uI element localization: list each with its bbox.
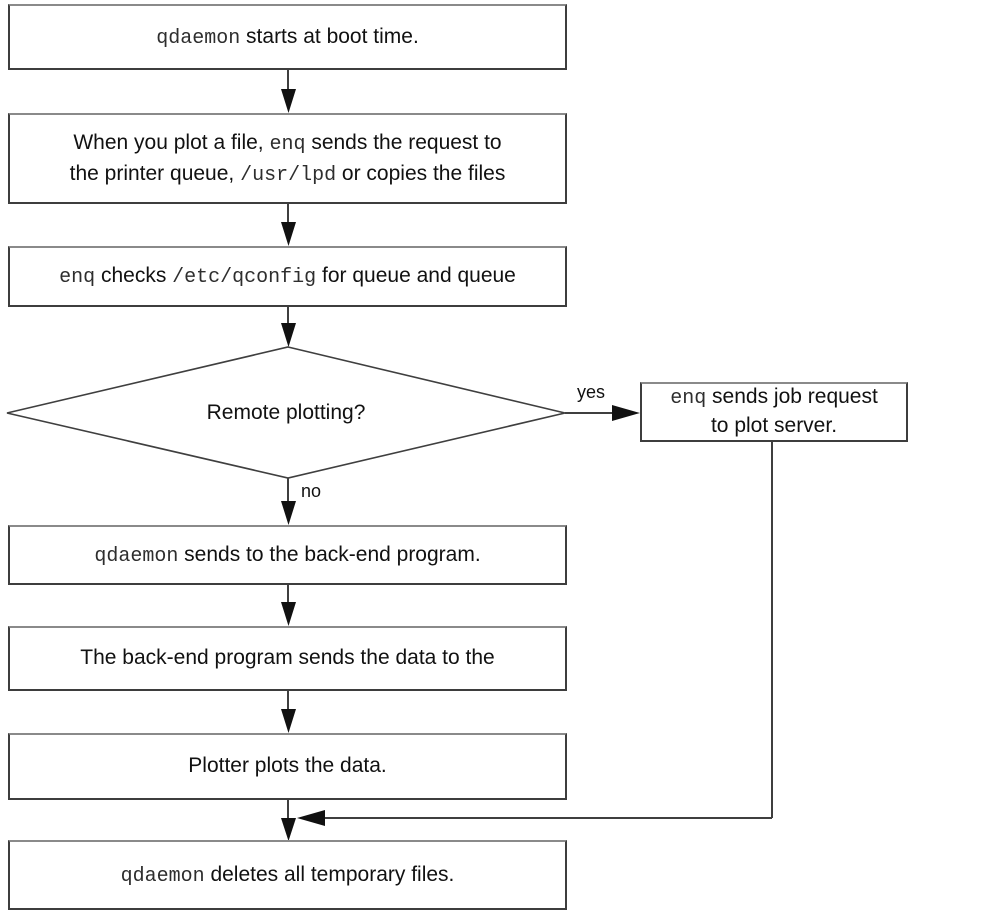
text-segment: sends job request	[706, 385, 878, 409]
arrowhead-down-icon	[281, 709, 296, 733]
arrowhead-down-icon	[281, 602, 296, 626]
code-usr-lpd: /usr/lpd	[240, 163, 337, 187]
text-segment: The back-end program sends the data to t…	[80, 646, 495, 670]
label-yes: yes	[577, 382, 606, 402]
arrowhead-down-icon	[281, 501, 296, 525]
text-segment: to plot server.	[710, 414, 838, 438]
decision-question: Remote plotting?	[206, 400, 366, 424]
arrowhead-down-icon	[281, 89, 296, 113]
label-no: no	[301, 481, 322, 501]
node-send-backend: qdaemon sends to the back-end program.	[8, 525, 567, 585]
node-text: qdaemon sends to the back-end program.	[94, 540, 480, 571]
arrowhead-left-icon	[297, 810, 325, 826]
node-text: When you plot a file, enq sends the requ…	[73, 128, 501, 159]
text-segment: for queue and queue	[316, 264, 516, 287]
code-qdaemon: qdaemon	[120, 864, 205, 888]
text-segment: Plotter plots the data.	[188, 754, 387, 778]
node-cleanup: qdaemon deletes all temporary files.	[8, 840, 567, 910]
node-text: The back-end program sends the data to t…	[80, 643, 494, 673]
text-segment: checks	[95, 264, 173, 287]
text-segment: deletes all temporary files.	[204, 862, 455, 886]
node-text: to plot server.	[711, 412, 837, 440]
node-text: the printer queue, /usr/lpd or copies th…	[70, 159, 506, 190]
code-qdaemon: qdaemon	[94, 544, 179, 568]
node-qdaemon-boot: qdaemon starts at boot time.	[8, 4, 567, 70]
node-plotter: Plotter plots the data.	[8, 733, 567, 800]
text-segment: sends the request to	[305, 130, 502, 154]
arrowhead-down-icon	[281, 323, 296, 347]
decision-remote-plotting: Remote plotting?	[7, 347, 565, 478]
arrowhead-right-icon	[612, 405, 640, 421]
text-segment: the printer queue,	[69, 161, 241, 185]
arrowhead-down-icon	[281, 222, 296, 246]
node-text: enq checks /etc/qconfig for queue and qu…	[59, 261, 516, 292]
node-qconfig-check: enq checks /etc/qconfig for queue and qu…	[8, 246, 567, 307]
text-segment: or copies the files	[336, 161, 506, 185]
text-segment: When you plot a file,	[73, 130, 270, 154]
node-remote-send: enq sends job request to plot server.	[640, 382, 908, 442]
node-backend-data: The back-end program sends the data to t…	[8, 626, 567, 691]
node-text: enq sends job request	[670, 383, 878, 412]
code-qdaemon: qdaemon	[156, 26, 241, 50]
code-enq: enq	[59, 266, 96, 289]
node-text: qdaemon deletes all temporary files.	[121, 860, 455, 891]
text-segment: starts at boot time.	[240, 24, 419, 48]
node-text: Plotter plots the data.	[188, 751, 386, 781]
node-plot-request: When you plot a file, enq sends the requ…	[8, 113, 567, 204]
arrowhead-down-icon	[281, 818, 296, 841]
code-enq: enq	[269, 132, 306, 156]
code-enq: enq	[670, 387, 707, 411]
code-etc-qconfig: /etc/qconfig	[172, 266, 317, 289]
node-text: qdaemon starts at boot time.	[156, 22, 419, 53]
text-segment: sends to the back-end program.	[178, 542, 481, 566]
